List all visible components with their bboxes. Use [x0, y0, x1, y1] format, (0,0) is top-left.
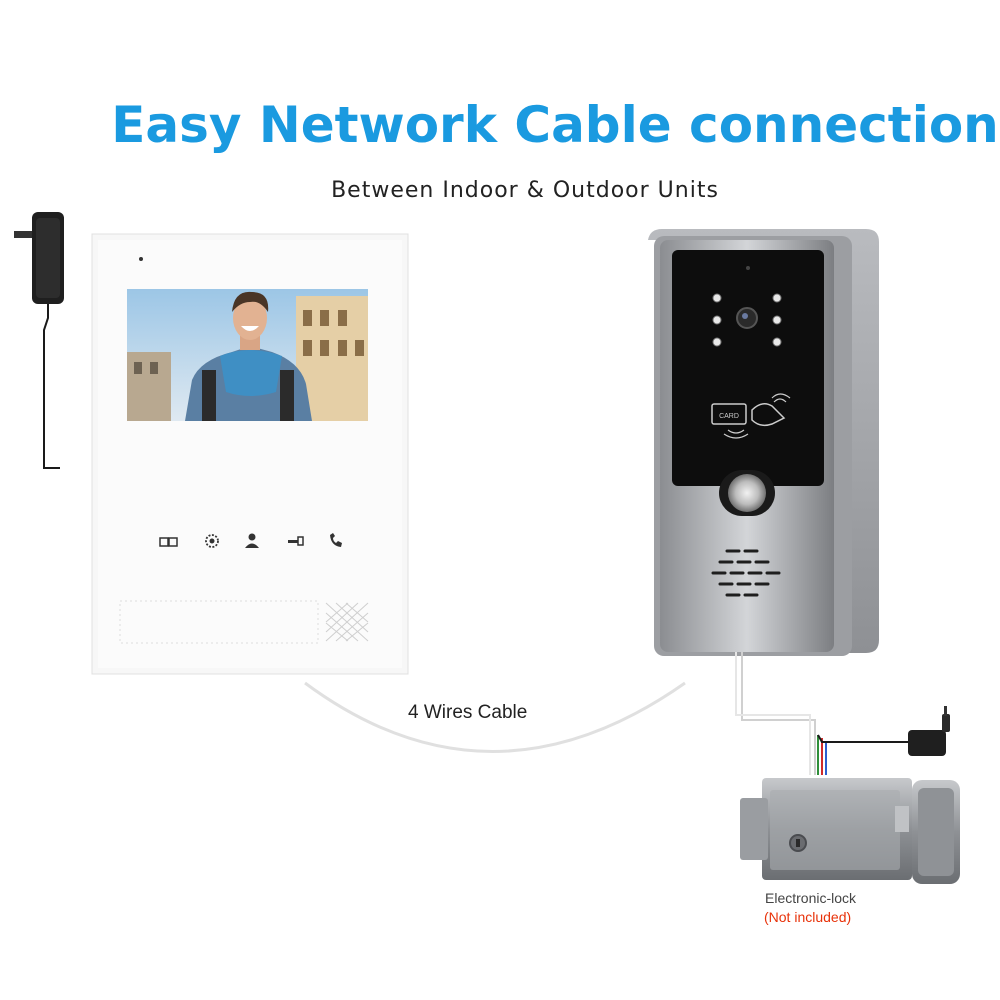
lock-label: Electronic-lock [765, 890, 857, 906]
phone-icon[interactable] [330, 533, 342, 547]
gear-icon[interactable] [205, 534, 219, 548]
doorbell-wires [735, 652, 910, 775]
lock-note: (Not included) [764, 909, 852, 925]
key-icon[interactable] [288, 536, 304, 546]
doorbell-speaker-grille [711, 549, 781, 597]
mailbox-icon[interactable] [159, 537, 178, 547]
page-title: Easy Network Cable connection [111, 96, 999, 154]
indoor-monitor [91, 233, 409, 675]
card-text: CARD [719, 413, 739, 420]
cable-arc [304, 681, 686, 753]
monitor-button-row [159, 533, 342, 549]
outdoor-doorbell: CARD [648, 229, 879, 656]
page-subtitle: Between Indoor & Outdoor Units [331, 178, 719, 203]
monitor-speaker-grille [119, 600, 369, 644]
lock-power-adapter-icon [908, 706, 950, 756]
person-icon[interactable] [245, 533, 259, 549]
ir-led-array [712, 293, 782, 347]
electronic-lock [740, 778, 960, 884]
card-reader-icon: CARD [711, 393, 791, 439]
cable-label: 4 Wires Cable [408, 702, 528, 723]
power-adapter-icon [14, 212, 64, 469]
call-button[interactable] [719, 470, 775, 516]
monitor-screen [127, 289, 368, 421]
